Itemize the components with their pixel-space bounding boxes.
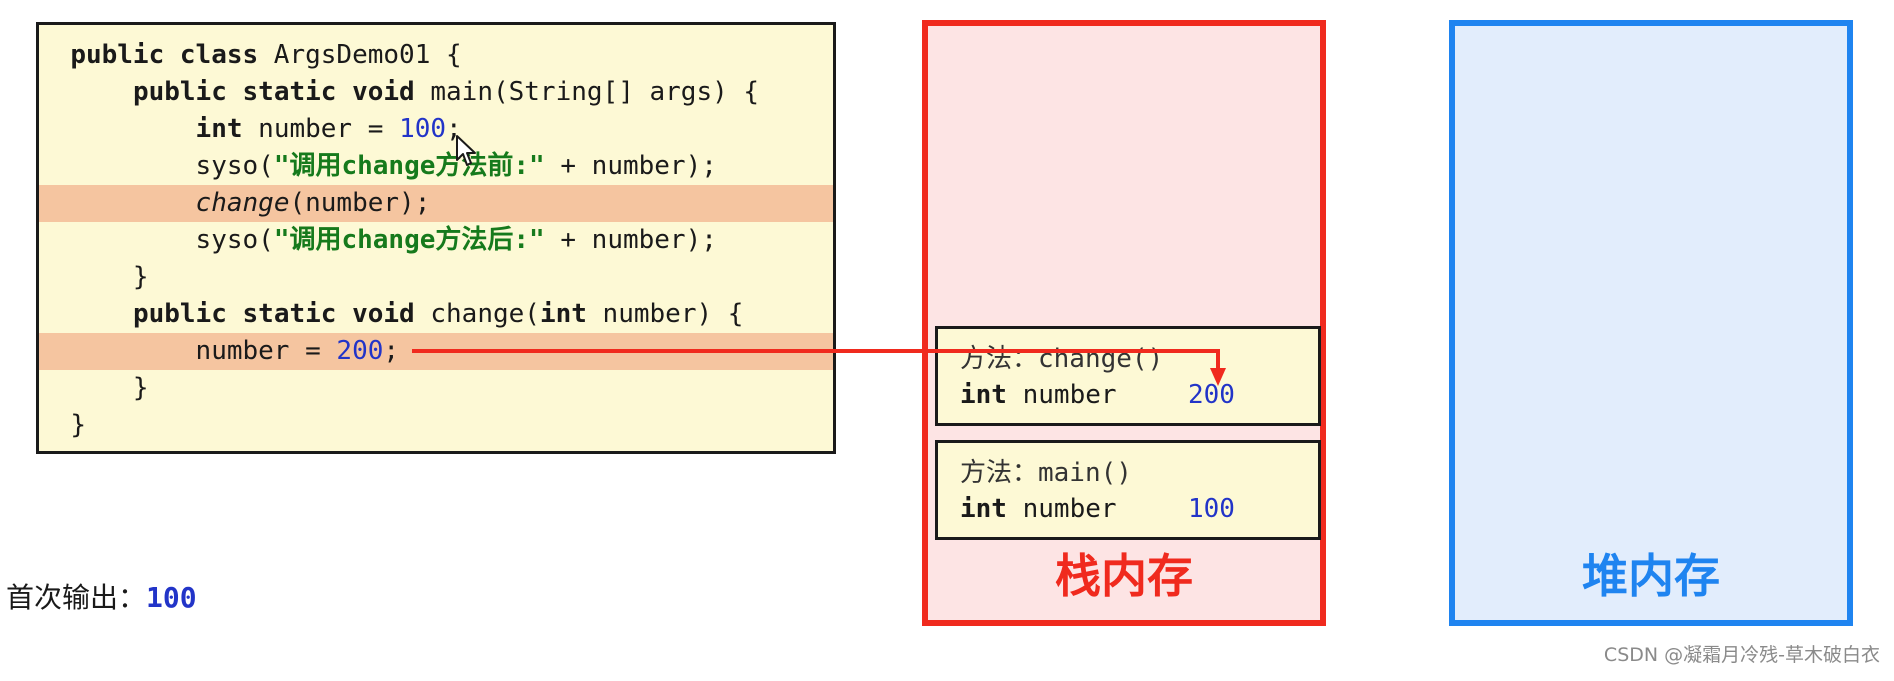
code-line-6: syso("调用change方法后:" + number); <box>39 222 833 259</box>
heap-memory-label: 堆内存 <box>1582 549 1720 603</box>
code-text: ; <box>383 336 400 366</box>
code-line-7: } <box>39 259 833 296</box>
code-line-5-highlighted: change(number); <box>39 185 833 222</box>
keyword: public class <box>70 40 259 70</box>
mouse-cursor-icon <box>456 135 476 166</box>
code-panel: public class ArgsDemo01 { public static … <box>36 22 836 454</box>
code-line-3: int number = 100; <box>39 111 833 148</box>
number-literal: 100 <box>399 114 447 144</box>
code-line-10: } <box>39 370 833 407</box>
variable-name: number <box>1006 380 1117 410</box>
code-line-8: public static void change(int number) { <box>39 296 833 333</box>
code-text: number = <box>242 114 400 144</box>
code-text: number = <box>70 336 337 366</box>
indent <box>70 77 133 107</box>
indent <box>70 188 195 218</box>
string-literal: "调用change方法后:" <box>273 225 545 255</box>
keyword: int <box>960 494 1007 524</box>
code-line-11: } <box>39 407 833 444</box>
code-text: syso( <box>70 225 274 255</box>
code-text: (number); <box>289 188 431 218</box>
code-text: + number); <box>544 225 717 255</box>
code-text: number) { <box>586 299 744 329</box>
code-line-4: syso("调用change方法前:" + number); <box>39 148 833 185</box>
frame-title: 方法：main() <box>960 458 1132 488</box>
method-call: change <box>195 188 290 218</box>
string-literal: "调用change方法前:" <box>273 151 545 181</box>
keyword: int <box>195 114 243 144</box>
code-text: + number); <box>544 151 717 181</box>
stack-memory-area: 方法：change() int number 200 方法：main() int… <box>922 20 1326 626</box>
number-literal: 200 <box>336 336 384 366</box>
code-text: } <box>70 410 86 440</box>
frame-variable: int number <box>960 493 1117 525</box>
heap-memory-area: 堆内存 <box>1449 20 1853 626</box>
output-label: 首次输出： <box>6 581 147 614</box>
output-value: 100 <box>146 581 197 614</box>
code-text: ArgsDemo01 { <box>258 40 462 70</box>
keyword: int <box>960 380 1007 410</box>
stack-memory-label: 栈内存 <box>1055 549 1193 603</box>
frame-variable: int number <box>960 379 1117 411</box>
code-text: change( <box>414 299 540 329</box>
keyword: public static void <box>132 299 415 329</box>
code-text: } <box>70 262 149 292</box>
watermark: CSDN @凝霜月冷残-草木破白衣 <box>1603 644 1880 666</box>
frame-title: 方法：change() <box>960 344 1164 374</box>
indent <box>70 114 195 144</box>
stack-frame-change: 方法：change() int number 200 <box>935 326 1321 426</box>
code-line-2: public static void main(String[] args) { <box>39 74 833 111</box>
output-line: 首次输出：100 <box>6 578 197 618</box>
keyword: public static void <box>132 77 415 107</box>
variable-name: number <box>1006 494 1117 524</box>
frame-value: 200 <box>1188 380 1235 410</box>
indent <box>70 299 133 329</box>
keyword: int <box>539 299 587 329</box>
stack-frame-main: 方法：main() int number 100 <box>935 440 1321 540</box>
code-line-1: public class ArgsDemo01 { <box>39 37 833 74</box>
code-text: syso( <box>70 151 274 181</box>
code-text: main(String[] args) { <box>414 77 760 107</box>
code-text: } <box>70 373 149 403</box>
code-line-9-highlighted: number = 200; <box>39 333 833 370</box>
frame-value: 100 <box>1188 494 1235 524</box>
